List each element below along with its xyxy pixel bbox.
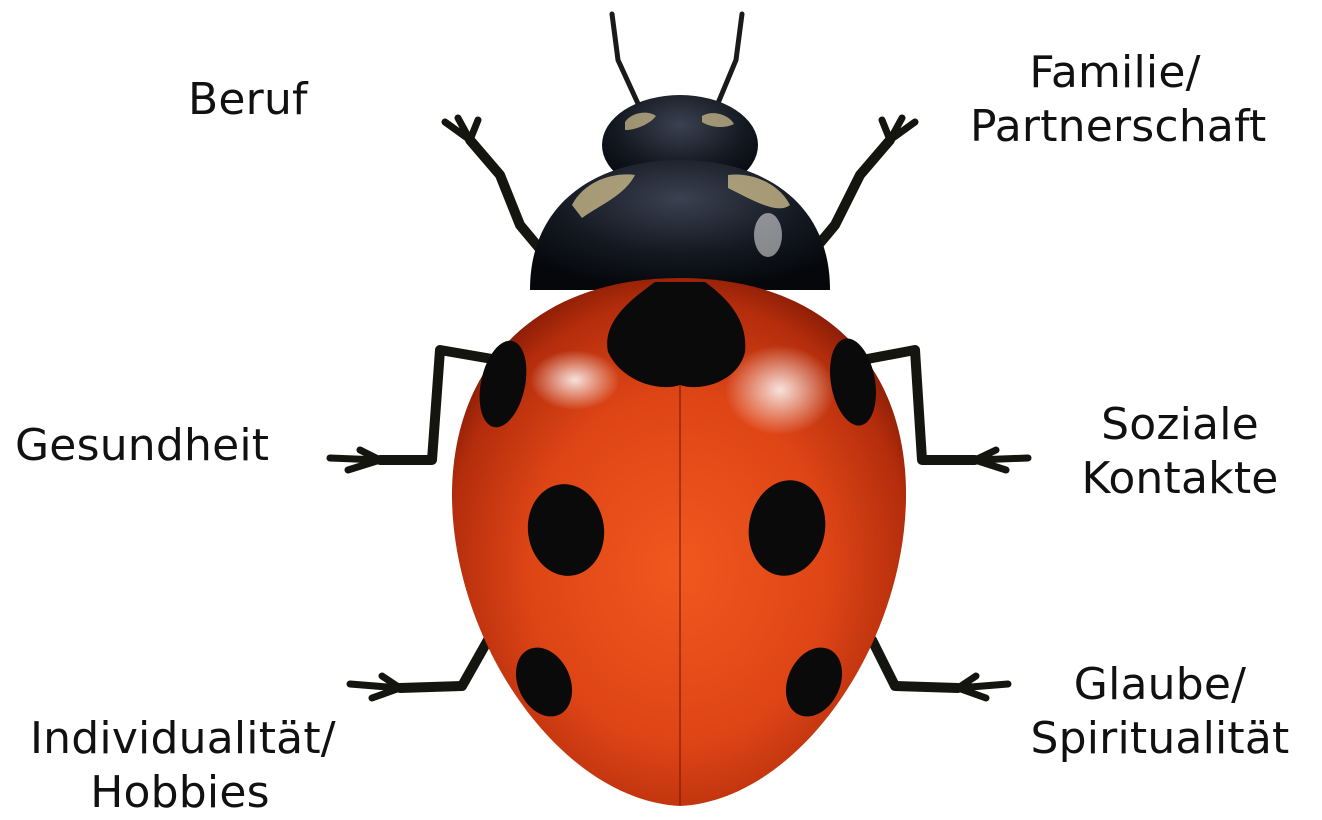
label-glaube-spiritualitaet: Glaube/ Spiritualität (1030, 658, 1290, 766)
antennae (612, 14, 742, 108)
label-gesundheit: Gesundheit (15, 419, 269, 473)
label-individualitaet-hobbies: Individualität/ Hobbies (30, 712, 330, 820)
label-soziale-line2: Kontakte (1080, 452, 1280, 506)
ladybug-head (530, 95, 830, 290)
label-glaube-line1: Glaube/ (1030, 658, 1290, 712)
label-gesundheit-text: Gesundheit (15, 419, 269, 473)
label-indiv-line2: Hobbies (30, 766, 330, 820)
label-beruf-text: Beruf (188, 73, 308, 127)
label-indiv-line1: Individualität/ (30, 712, 330, 766)
label-familie-line1: Familie/ (970, 46, 1260, 100)
label-glaube-line2: Spiritualität (1030, 712, 1290, 766)
label-beruf: Beruf (188, 73, 308, 127)
label-soziale-kontakte: Soziale Kontakte (1080, 398, 1280, 506)
label-familie-partnerschaft: Familie/ Partnerschaft (970, 46, 1260, 154)
label-soziale-line1: Soziale (1080, 398, 1280, 452)
label-familie-line2: Partnerschaft (970, 100, 1260, 154)
